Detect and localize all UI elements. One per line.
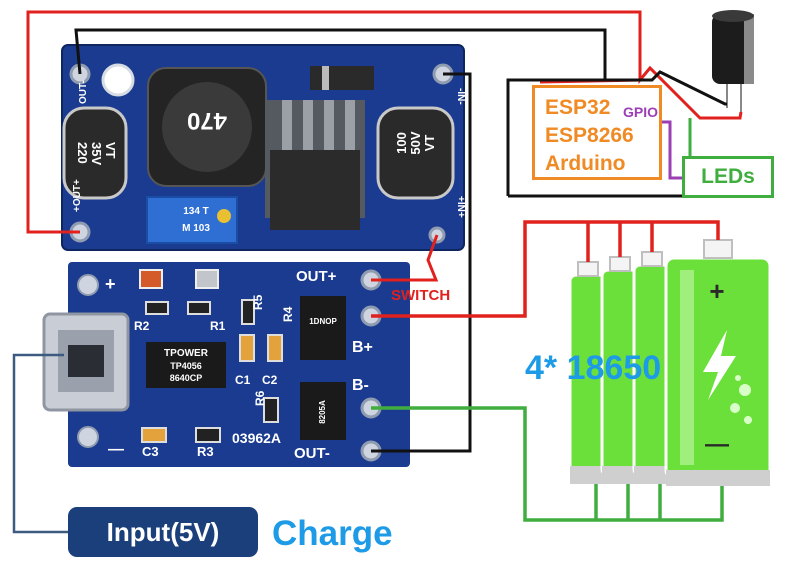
ref-c1: C1 xyxy=(235,373,251,387)
cap-left-type: VT xyxy=(103,142,118,159)
wires xyxy=(12,10,743,534)
ic-code: 8640CP xyxy=(170,373,203,383)
board-code: 03962A xyxy=(232,430,281,446)
mcu-line-esp32: ESP32 xyxy=(545,96,611,119)
boost-out-minus-label: OUT- xyxy=(78,80,89,104)
wire-red-battery xyxy=(371,220,720,318)
ic-brand: TPOWER xyxy=(164,348,209,359)
ref-r2: R2 xyxy=(134,319,150,333)
charger-out-plus-label: OUT+ xyxy=(296,268,337,285)
wire-black-mcu xyxy=(74,28,607,80)
switch-label: SWITCH xyxy=(391,287,451,304)
cap-right-icon xyxy=(376,106,455,200)
tp4056-chip-icon: TPOWER TP4056 8640CP xyxy=(146,342,226,388)
ref-r1: R1 xyxy=(210,319,226,333)
boost-module: 220 35V VT 470 100 50V VT 134 T M 103 OU… xyxy=(61,44,466,251)
battery-pack: + — xyxy=(568,239,772,486)
lightning-bolt-icon xyxy=(703,330,736,400)
charge-label: Charge xyxy=(272,514,393,553)
ic-part: TP4056 xyxy=(170,361,202,371)
mosfet-marking: 1DNOP xyxy=(309,317,337,326)
ref-c3: C3 xyxy=(142,444,159,459)
gpio-label: GPIO xyxy=(623,104,659,120)
charger-out-minus-label: OUT- xyxy=(294,445,330,462)
charger-module: TPOWER TP4056 8640CP 1DNOP 8205A + — OUT… xyxy=(42,262,410,467)
pot-marking: 134 T xyxy=(183,206,209,217)
wire-black-cap xyxy=(506,70,727,196)
charger-b-plus-label: B+ xyxy=(352,339,373,356)
cap-left-value: 220 xyxy=(75,142,90,164)
micro-usb-port-icon xyxy=(42,312,130,412)
wire-red-switch xyxy=(371,234,439,282)
battery-minus-mark: — xyxy=(705,431,729,458)
mcu-line-arduino: Arduino xyxy=(545,152,626,175)
mcu-line-esp8266: ESP8266 xyxy=(545,124,634,147)
battery-plus-mark: + xyxy=(709,276,724,306)
cap-left-icon xyxy=(62,106,128,200)
charger-b-minus-label: B- xyxy=(352,377,369,394)
mcu-box: ESP32 ESP8266 Arduino xyxy=(532,85,662,180)
wire-black-input xyxy=(371,72,472,453)
boost-out-plus-label: +OUT+ xyxy=(72,179,83,212)
ref-r6: R6 xyxy=(253,390,267,406)
pot-marking-2: M 103 xyxy=(182,223,210,234)
ref-r4: R4 xyxy=(281,306,295,322)
mosfet-icon xyxy=(300,296,346,360)
charger-hole-tl xyxy=(77,274,99,296)
ref-r5: R5 xyxy=(251,294,265,310)
diode-icon xyxy=(310,66,374,90)
wire-gpio xyxy=(660,120,682,180)
leds-box: LEDs xyxy=(682,156,774,198)
dw01-icon xyxy=(300,382,346,440)
input-badge: Input(5V) xyxy=(68,507,258,557)
wire-green-battery xyxy=(371,406,724,522)
ref-c2: C2 xyxy=(262,373,278,387)
wire-usb-input xyxy=(12,353,68,534)
cap-left-voltage: 35V xyxy=(89,142,104,165)
ref-r3: R3 xyxy=(197,444,214,459)
cap-right-voltage: 50V xyxy=(408,131,423,154)
boost-in-minus-label: -IN- xyxy=(455,88,466,105)
mount-hole-icon xyxy=(101,63,135,97)
cap-right-type: VT xyxy=(422,135,437,152)
cap-right-value: 100 xyxy=(394,132,409,154)
charger-hole-bl xyxy=(77,426,99,448)
inductor-marking: 470 xyxy=(187,107,227,134)
battery-label: 4* 18650 xyxy=(525,349,662,387)
capacitor-icon xyxy=(712,10,754,115)
dw01-marking: 8205A xyxy=(318,400,327,424)
boost-in-plus-label: +IN+ xyxy=(455,196,466,218)
charger-plus-mark: + xyxy=(105,274,116,294)
regulator-icon xyxy=(265,100,365,230)
charger-minus-mark: — xyxy=(108,441,124,458)
